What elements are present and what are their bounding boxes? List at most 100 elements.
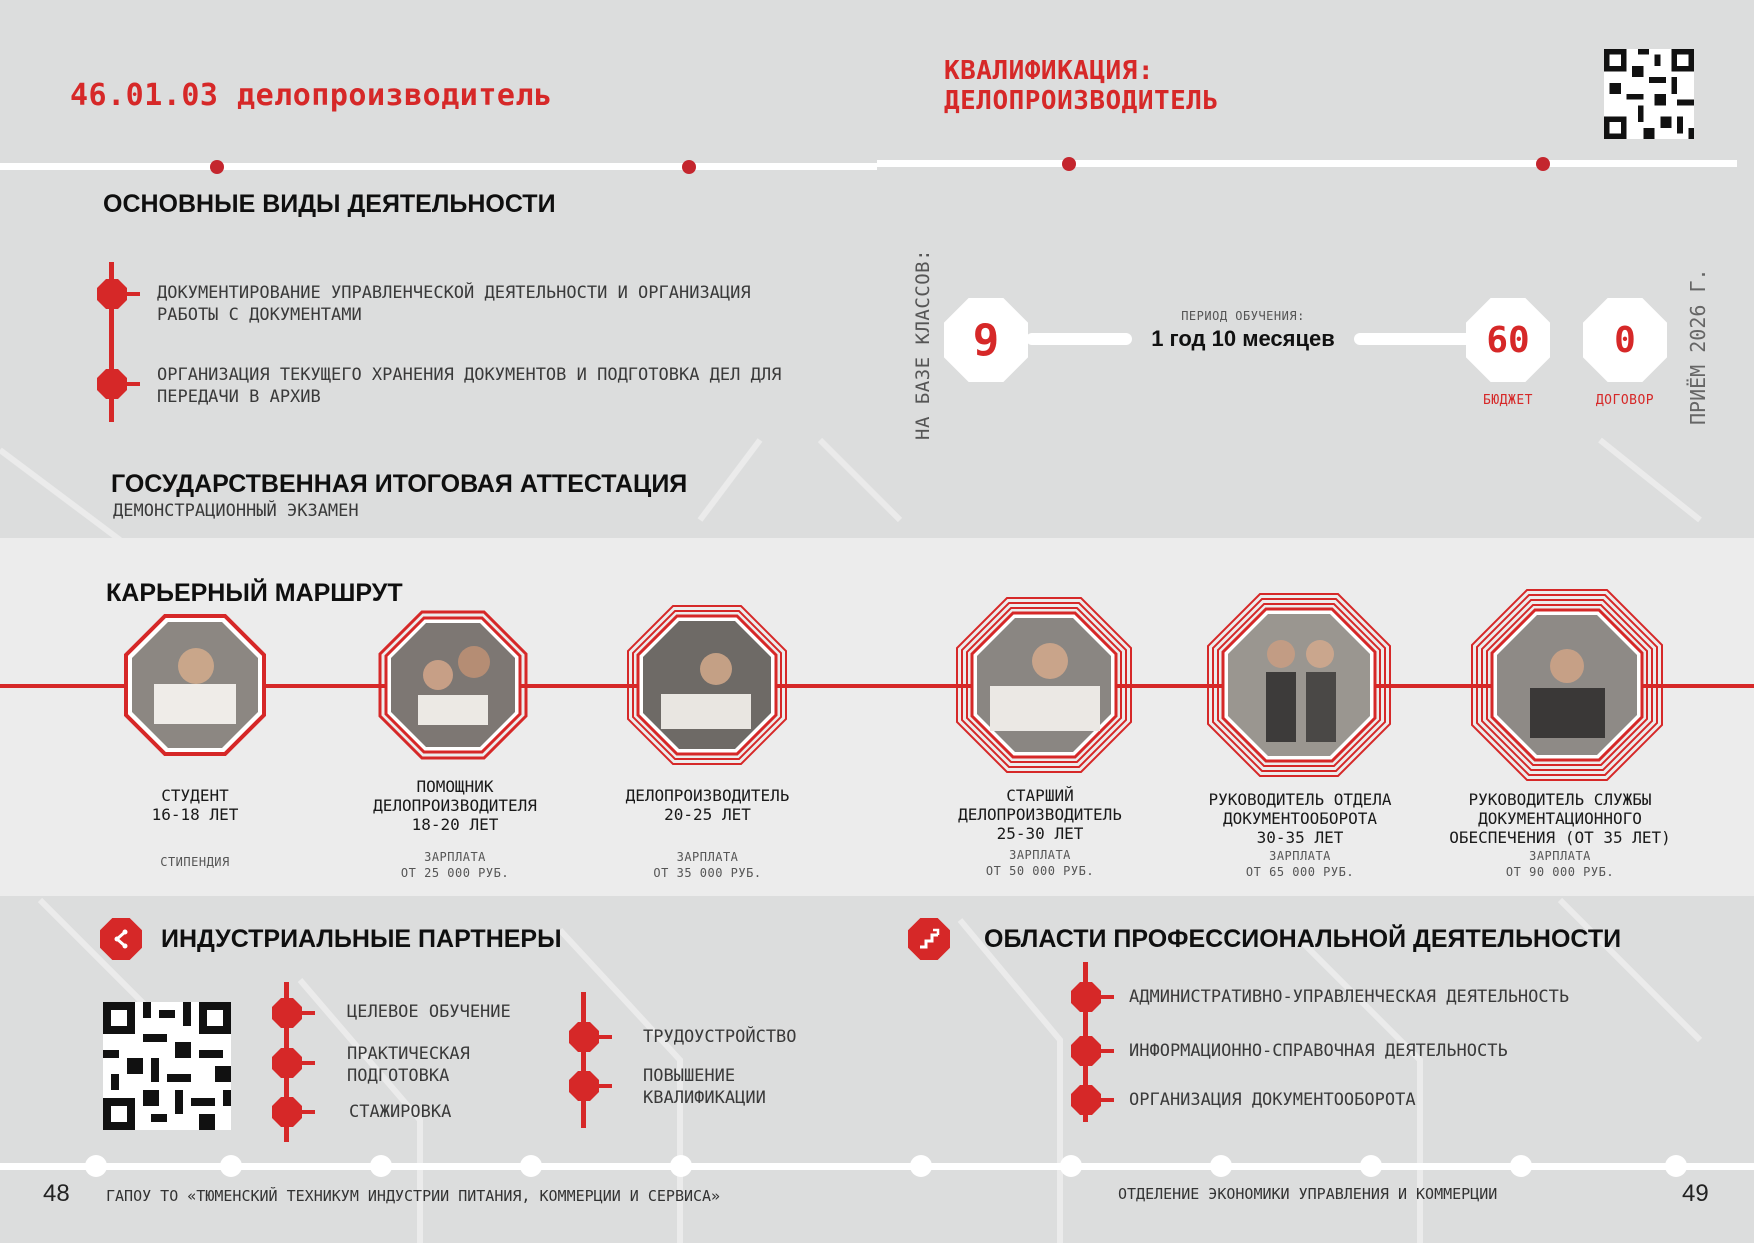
area-marker: [1071, 982, 1101, 1012]
career-step-title: руководитель отдела документооборота 30-…: [1208, 790, 1392, 847]
activity-marker: [97, 369, 127, 399]
partner-tick: [299, 1061, 315, 1065]
activity-item: документирование управленческой деятельн…: [157, 283, 751, 325]
rule-node: [85, 1155, 107, 1177]
rule-dot: [210, 160, 224, 174]
partner-marker: [569, 1071, 599, 1101]
partners-heading: ИНДУСТРИАЛЬНЫЕ ПАРТНЕРЫ: [161, 925, 562, 953]
period-value: 1 год 10 месяцев: [1151, 326, 1335, 351]
career-step-title: студент 16-18 лет: [151, 786, 239, 824]
connector-bar: [1354, 333, 1472, 345]
rule-node: [910, 1155, 932, 1177]
partner-item: трудоустройство: [643, 1027, 797, 1047]
rule-node: [1665, 1155, 1687, 1177]
area-tick: [1098, 995, 1114, 999]
contract-badge: 0: [1583, 298, 1667, 382]
career-step-salary-label: зарплата: [1529, 849, 1591, 863]
partner-item: стажировка: [349, 1102, 452, 1122]
partner-tick: [299, 1011, 315, 1015]
qr-code-partners[interactable]: [103, 1002, 231, 1130]
rule-dot: [682, 160, 696, 174]
activity-tick: [124, 382, 140, 386]
career-photo-service-head: [1471, 589, 1663, 781]
period-label: период обучения:: [1181, 309, 1305, 323]
rule-node: [1060, 1155, 1082, 1177]
career-step-salary-label: зарплата: [676, 850, 739, 864]
area-marker: [1071, 1036, 1101, 1066]
career-photo-clerk: [627, 605, 787, 765]
attestation-subtitle: демонстрационный экзамен: [113, 501, 359, 521]
career-step-salary: от 35 000 руб.: [653, 866, 762, 880]
connector-bar: [1026, 333, 1132, 345]
partner-item: целевое обучение: [347, 1002, 511, 1022]
career-photo-student: [124, 614, 266, 756]
qualification-value: делопроизводитель: [944, 86, 1219, 116]
rule-node: [520, 1155, 542, 1177]
career-step-title: делопроизводитель 20-25 лет: [625, 786, 790, 824]
area-item: информационно-справочная деятельность: [1129, 1041, 1508, 1061]
rule-node: [670, 1155, 692, 1177]
area-item: организация документооборота: [1129, 1090, 1416, 1110]
area-marker: [1071, 1085, 1101, 1115]
career-photo-assistant: [378, 610, 528, 760]
partner-marker: [569, 1022, 599, 1052]
page-number-left: 48: [43, 1180, 70, 1207]
career-step-salary: от 50 000 руб.: [985, 864, 1095, 878]
partners-timeline-2: [581, 992, 586, 1128]
career-step-title: руководитель службы документационного об…: [1449, 790, 1671, 847]
partner-tick: [596, 1035, 612, 1039]
career-step-salary: от 65 000 руб.: [1245, 865, 1355, 879]
career-step-title: старший делопроизводитель 25-30 лет: [958, 786, 1122, 843]
partner-item: практическая подготовка: [347, 1044, 470, 1086]
rule-dot: [1062, 157, 1076, 171]
specialty-title: 46.01.03 делопроизводитель: [70, 78, 553, 113]
page-number-right: 49: [1682, 1180, 1709, 1207]
career-step-title: помощник делопроизводителя 18-20 лет: [373, 777, 537, 834]
area-tick: [1098, 1049, 1114, 1053]
activities-heading: ОСНОВНЫЕ ВИДЫ ДЕЯТЕЛЬНОСТИ: [103, 190, 556, 218]
contract-label: договор: [1595, 393, 1655, 408]
budget-label: бюджет: [1483, 393, 1533, 408]
area-item: административно-управленческая деятельно…: [1129, 987, 1570, 1007]
top-rule-right: [877, 160, 1737, 167]
base-classes-label: на базе классов:: [912, 248, 934, 440]
career-step-salary: от 25 000 руб.: [400, 866, 510, 880]
budget-badge: 60: [1466, 298, 1550, 382]
share-icon: [100, 918, 142, 960]
top-rule-left: [0, 163, 877, 170]
attestation-heading: ГОСУДАРСТВЕННАЯ ИТОГОВАЯ АТТЕСТАЦИЯ: [111, 470, 688, 498]
footer-department: отделение экономики управления и коммерц…: [1118, 1185, 1498, 1203]
career-step-salary: стипендия: [160, 855, 230, 869]
stairs-growth-icon: [908, 918, 950, 960]
activity-item: организация текущего хранения документов…: [157, 365, 782, 407]
partner-marker: [272, 998, 302, 1028]
bottom-rule: [0, 1163, 1754, 1170]
career-photo-senior: [956, 597, 1132, 773]
partner-marker: [272, 1097, 302, 1127]
rule-node: [1210, 1155, 1232, 1177]
career-line: [0, 684, 1754, 688]
qr-code-qualification[interactable]: [1604, 49, 1694, 139]
career-step-salary: от 90 000 руб.: [1505, 865, 1615, 879]
admission-year: приём 2026 г.: [1686, 268, 1710, 425]
activity-tick: [124, 292, 140, 296]
rule-node: [1510, 1155, 1532, 1177]
career-photo-department-head: [1207, 593, 1391, 777]
rule-node: [220, 1155, 242, 1177]
career-step-salary-label: зарплата: [1269, 849, 1331, 863]
activities-timeline: [109, 262, 114, 422]
qualification-label: КВАЛИФИКАЦИЯ:: [944, 56, 1154, 86]
career-step-salary-label: зарплата: [1009, 848, 1071, 862]
partner-tick: [299, 1110, 315, 1114]
partner-item: повышение квалификации: [643, 1066, 766, 1108]
areas-heading: ОБЛАСТИ ПРОФЕССИОНАЛЬНОЙ ДЕЯТЕЛЬНОСТИ: [984, 925, 1622, 953]
rule-node: [370, 1155, 392, 1177]
area-tick: [1098, 1098, 1114, 1102]
partner-marker: [272, 1048, 302, 1078]
rule-node: [1360, 1155, 1382, 1177]
rule-dot: [1536, 157, 1550, 171]
career-band: [0, 538, 1754, 896]
partner-tick: [596, 1084, 612, 1088]
